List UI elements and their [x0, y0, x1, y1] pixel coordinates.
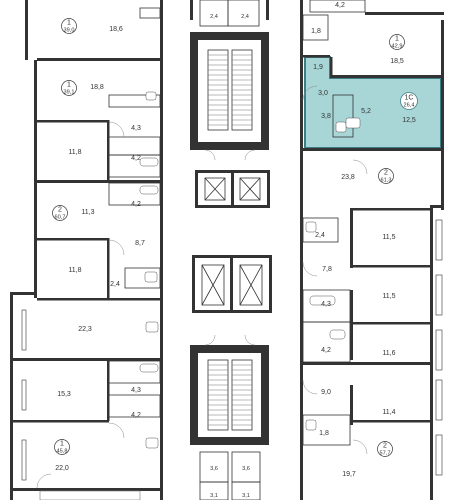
apartment-number: 1 — [395, 36, 399, 43]
room-area: 22,0 — [55, 465, 69, 472]
apartment-number: 1 — [67, 82, 71, 89]
apartment-number: 1С — [405, 95, 414, 102]
room-area: 11,8 — [68, 267, 81, 274]
room-area: 2,4 — [315, 232, 325, 239]
room-area: 3,8 — [321, 113, 331, 120]
apartment-total-area: 60,7 — [55, 215, 66, 221]
room-area: 2,4 — [241, 14, 249, 20]
room-area: 11,6 — [382, 350, 395, 357]
room-area: 11,5 — [382, 234, 395, 241]
left-wing-walls — [10, 0, 163, 500]
room-area: 4,2 — [321, 347, 331, 354]
room-area: 3,1 — [210, 493, 218, 499]
room-area: 18,8 — [90, 84, 104, 91]
room-area: 19,7 — [342, 471, 356, 478]
central-core — [190, 0, 272, 500]
room-area: 9,0 — [321, 389, 331, 396]
left-wing-fixtures — [36, 7, 161, 500]
room-area: 8,7 — [135, 240, 145, 247]
room-area: 4,3 — [131, 125, 141, 132]
apartment-badge[interactable]: 1 39,1 — [61, 80, 77, 96]
room-area: 18,6 — [109, 26, 123, 33]
apartment-badge[interactable]: 1 42,9 — [389, 34, 405, 50]
room-area: 7,8 — [322, 266, 332, 273]
room-area: 5,2 — [361, 108, 371, 115]
room-area: 11,4 — [382, 409, 395, 416]
right-wing-walls — [300, 0, 444, 500]
room-area: 1,9 — [313, 64, 323, 71]
room-area: 1,8 — [311, 28, 321, 35]
apartment-badge[interactable]: 1 39,0 — [61, 18, 77, 34]
apartment-total-area: 26,4 — [404, 103, 415, 109]
apartment-number: 2 — [58, 207, 62, 214]
room-area: 3,1 — [242, 493, 250, 499]
room-area: 18,5 — [390, 58, 404, 65]
apartment-badge[interactable]: 1 45,8 — [54, 439, 70, 455]
apartment-1c-highlight[interactable] — [304, 56, 442, 149]
apartment-badge[interactable]: 2 61,3 — [378, 168, 394, 184]
apartment-badge[interactable]: 2 57,7 — [377, 441, 393, 457]
room-area: 4,2 — [131, 412, 141, 419]
apartment-number: 2 — [384, 170, 388, 177]
room-area: 4,2 — [335, 2, 345, 9]
apartment-badge[interactable]: 2 60,7 — [52, 205, 68, 221]
room-area: 2,4 — [210, 14, 218, 20]
room-area: 3,0 — [318, 90, 328, 97]
room-area: 4,3 — [131, 387, 141, 394]
apartment-number: 2 — [383, 443, 387, 450]
room-area: 4,3 — [321, 301, 331, 308]
room-area: 1,8 — [319, 430, 329, 437]
room-area: 2,4 — [110, 281, 120, 288]
room-area: 3,6 — [210, 466, 218, 472]
room-area: 11,5 — [382, 293, 395, 300]
room-area: 3,6 — [242, 466, 250, 472]
apartment-total-area: 42,9 — [392, 44, 403, 50]
apartment-badge-1c[interactable]: 1С 26,4 — [400, 92, 418, 110]
apartment-total-area: 39,1 — [64, 90, 75, 96]
room-area: 11,8 — [68, 149, 81, 156]
apartment-number: 1 — [60, 441, 64, 448]
room-area: 23,8 — [341, 174, 355, 181]
room-area: 22,3 — [78, 326, 92, 333]
room-area: 12,5 — [402, 117, 416, 124]
room-area: 4,2 — [131, 201, 141, 208]
right-wing-fixtures — [302, 0, 368, 455]
room-area: 11,3 — [81, 209, 94, 216]
apartment-total-area: 61,3 — [381, 178, 392, 184]
room-area: 4,2 — [131, 155, 141, 162]
apartment-total-area: 45,8 — [57, 449, 68, 455]
apartment-total-area: 57,7 — [380, 451, 391, 457]
room-area: 15,3 — [57, 391, 71, 398]
apartment-number: 1 — [67, 20, 71, 27]
apartment-total-area: 39,0 — [64, 28, 75, 34]
